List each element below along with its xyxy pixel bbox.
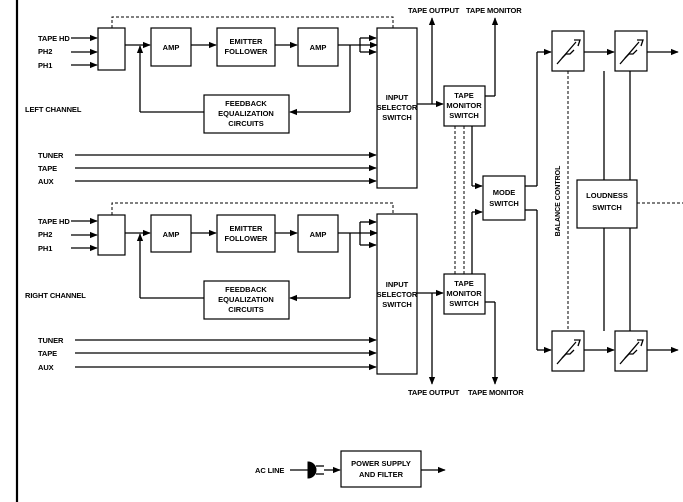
left-is-line1: INPUT (386, 93, 409, 102)
left-amp1-label: AMP (163, 43, 180, 52)
right-fb-line3: CIRCUITS (228, 305, 263, 314)
left-emitter-follower-block (216, 27, 276, 67)
loudness-group: LOUDNESS SWITCH (576, 30, 683, 372)
right-is-line3: SWITCH (382, 300, 412, 309)
right-amp2-label: AMP (310, 230, 327, 239)
left-is-line2: SELECTOR (377, 103, 418, 112)
left-ef-line1: EMITTER (230, 37, 263, 46)
right-tape-output-label: TAPE OUTPUT (408, 388, 460, 397)
right-input-ph1: PH1 (38, 244, 52, 253)
right-amp1-label: AMP (163, 230, 180, 239)
right-input-ph2: PH2 (38, 230, 52, 239)
left-amp2-label: AMP (310, 43, 327, 52)
right-input-selector-switch (376, 213, 418, 375)
left-channel-label: LEFT CHANNEL (25, 105, 82, 114)
right-tape-monitor-label: TAPE MONITOR (468, 388, 524, 397)
right-amp1-block (150, 214, 192, 253)
right-preamp-selector-box (97, 214, 126, 256)
right-ef-line2: FOLLOWER (225, 234, 268, 243)
left-input-ph2: PH2 (38, 47, 52, 56)
left-feedback-block (203, 94, 290, 134)
left-ef-line2: FOLLOWER (225, 47, 268, 56)
left-fb-line1: FEEDBACK (225, 99, 267, 108)
loudness-switch-block (576, 179, 638, 229)
left-preamp-selector-box (97, 27, 126, 71)
power-supply-line2: AND FILTER (359, 470, 404, 479)
balance-control-label: BALANCE CONTROL (555, 165, 562, 236)
left-tm-line2: MONITOR (446, 101, 482, 110)
left-amp2-block (297, 27, 339, 67)
right-input-tape-hd: TAPE HD (38, 217, 70, 226)
mode-switch-line1: MODE (493, 188, 516, 197)
ac-plug-icon (307, 461, 317, 479)
right-input-tuner: TUNER (38, 336, 64, 345)
right-fb-line2: EQUALIZATION (218, 295, 274, 304)
left-fb-line3: CIRCUITS (228, 119, 263, 128)
right-tm-line3: SWITCH (449, 299, 479, 308)
left-input-tuner: TUNER (38, 151, 64, 160)
right-is-line1: INPUT (386, 280, 409, 289)
right-amp2-block (297, 214, 339, 253)
left-tm-line1: TAPE (454, 91, 473, 100)
right-is-line2: SELECTOR (377, 290, 418, 299)
right-gang-link (111, 202, 394, 215)
left-input-tape-hd: TAPE HD (38, 34, 70, 43)
mode-switch-group: MODE SWITCH (471, 48, 552, 354)
loudness-line1: LOUDNESS (586, 191, 628, 200)
left-tape-monitor-label: TAPE MONITOR (466, 6, 522, 15)
right-tape-monitor-switch (443, 273, 486, 315)
balance-controls: BALANCE CONTROL (551, 30, 615, 372)
right-feedback-block (203, 280, 290, 320)
left-amp1-block (150, 27, 192, 67)
power-supply-group: AC LINE POWER SUPPLY AND FILTER (255, 450, 446, 488)
left-input-ph1: PH1 (38, 61, 52, 70)
right-input-tape: TAPE (38, 349, 57, 358)
left-input-selector-switch (376, 27, 418, 189)
right-tm-line1: TAPE (454, 279, 473, 288)
right-channel-label: RIGHT CHANNEL (25, 291, 86, 300)
left-is-line3: SWITCH (382, 113, 412, 122)
left-gang-link (111, 16, 394, 28)
power-supply-line1: POWER SUPPLY (351, 459, 411, 468)
right-input-aux: AUX (38, 363, 54, 372)
left-tm-line3: SWITCH (449, 111, 479, 120)
left-channel: TAPE HD PH2 PH1 AMP EMITTER FOLLOWER AMP… (25, 6, 522, 189)
right-emitter-follower-block (216, 214, 276, 253)
loudness-line2: SWITCH (592, 203, 622, 212)
power-supply-block (340, 450, 422, 488)
left-fb-line2: EQUALIZATION (218, 109, 274, 118)
left-input-aux: AUX (38, 177, 54, 186)
left-tape-output-label: TAPE OUTPUT (408, 6, 460, 15)
right-ef-line1: EMITTER (230, 224, 263, 233)
mode-switch-line2: SWITCH (489, 199, 519, 208)
ac-line-label: AC LINE (255, 466, 284, 475)
right-channel: TAPE HD PH2 PH1 AMP EMITTER FOLLOWER AMP… (25, 202, 524, 397)
right-tm-line2: MONITOR (446, 289, 482, 298)
mode-switch-block (482, 175, 526, 221)
left-input-tape: TAPE (38, 164, 57, 173)
right-fb-line1: FEEDBACK (225, 285, 267, 294)
left-tape-monitor-switch (443, 85, 486, 127)
